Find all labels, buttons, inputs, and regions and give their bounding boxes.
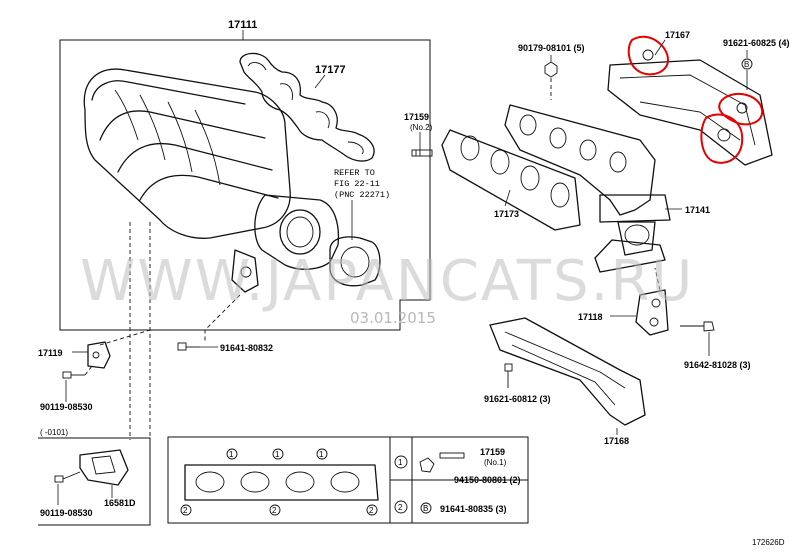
- svg-text:B: B: [423, 504, 428, 513]
- bolt-90119-b[interactable]: [54, 471, 81, 483]
- label-stud-17159-note: (No.2): [410, 123, 433, 132]
- insulator-bolt-hole-1: [642, 49, 654, 61]
- throttle-body-gasket[interactable]: [329, 236, 381, 287]
- refer-to-note: REFER TO FIG 22-11 (PNC 22271): [334, 168, 390, 200]
- label-bolt-91621-mid: 91621-60812 (3): [484, 394, 551, 404]
- legend-key-2: 2: [398, 503, 403, 512]
- bracket-17118[interactable]: [635, 289, 669, 336]
- legend-nut-94150[interactable]: [419, 457, 435, 473]
- legend-bolt-91641[interactable]: B: [420, 502, 432, 514]
- bracket-16581D[interactable]: [79, 449, 129, 486]
- intake-gasket[interactable]: [239, 52, 375, 162]
- label-legend-stud: 17159: [480, 447, 505, 457]
- svg-text:2: 2: [183, 506, 188, 515]
- svg-text:2: 2: [272, 506, 277, 515]
- svg-text:FIG 22-11: FIG 22-11: [334, 179, 380, 189]
- watermark-text: WWW.JAPANCATS.RU: [80, 249, 694, 314]
- svg-text:2: 2: [369, 506, 374, 515]
- label-legend-bolt: 91641-80835 (3): [440, 504, 507, 514]
- svg-text:REFER TO: REFER TO: [334, 168, 375, 178]
- label-bolt-91642: 91642-81028 (3): [684, 360, 751, 370]
- label-bracket-16581D: 16581D: [104, 498, 136, 508]
- svg-text:1: 1: [229, 450, 234, 459]
- highlight-marks: [627, 35, 764, 164]
- watermark: WWW.JAPANCATS.RU 03.01.2015: [80, 249, 694, 327]
- label-intake-manifold: 17111: [228, 19, 257, 31]
- intake-manifold-group: 17111 17177 REFE: [59, 19, 431, 440]
- stud-17159-no2[interactable]: [411, 149, 433, 157]
- bolt-91621-mid[interactable]: [504, 363, 513, 388]
- label-stud-17159-top: 17159: [404, 112, 429, 122]
- label-bolt-91621-top: 91621-60825 (4): [723, 38, 790, 48]
- legend-gasket-drawing: 1 1 1 2 2 2: [180, 448, 379, 516]
- svg-text:1: 1: [275, 450, 280, 459]
- svg-text:B: B: [744, 60, 749, 69]
- figure-code: 172626D: [752, 538, 785, 547]
- intake-manifold[interactable]: [83, 68, 340, 293]
- intake-group-frame: [59, 39, 431, 331]
- label-insulator-17168: 17168: [604, 436, 629, 446]
- label-legend-stud-note: (No.1): [484, 458, 507, 467]
- label-bracket-17118: 17118: [578, 312, 603, 322]
- bracket-17119[interactable]: [87, 341, 111, 369]
- bolt-90119-a[interactable]: [62, 365, 93, 379]
- heat-insulator-upper[interactable]: [607, 59, 773, 166]
- label-heat-insulator: 17167: [665, 30, 690, 40]
- legend-key-1: 1: [398, 458, 403, 467]
- heat-insulator-lower[interactable]: [489, 317, 646, 426]
- svg-text:(PNC 22271): (PNC 22271): [334, 190, 390, 200]
- exhaust-manifold[interactable]: [504, 104, 671, 273]
- insulator-bolt-hole-2: [736, 102, 748, 114]
- svg-text:1: 1: [319, 450, 324, 459]
- bolt-91642[interactable]: [680, 321, 715, 356]
- bolt-91641[interactable]: [177, 342, 200, 351]
- exhaust-manifold-gasket[interactable]: [441, 129, 581, 231]
- label-legend-nut: 94150-80801 (2): [454, 475, 521, 485]
- label-exhaust-manifold: 17141: [685, 205, 710, 215]
- bolt-91621-top[interactable]: B: [741, 50, 753, 90]
- label-bolt-91641: 91641-80832: [220, 343, 273, 353]
- legend-table: 1 1 1 2 2 2 1 2 17159 (No.1) 94150-80801…: [167, 436, 529, 524]
- label-bracket-17119: 17119: [38, 348, 63, 358]
- watermark-date: 03.01.2015: [350, 309, 436, 327]
- insulator-bolt-hole-3: [717, 128, 731, 142]
- label-bolt-90179: 90179-08101 (5): [518, 43, 585, 53]
- date-range-box: ( -0101): [38, 428, 151, 526]
- bolt-90179[interactable]: [544, 55, 558, 100]
- label-bolt-90119-b: 90119-08530: [40, 508, 93, 518]
- label-date-range: ( -0101): [40, 428, 68, 437]
- label-intake-gasket: 17177: [315, 64, 346, 76]
- legend-stud-17159[interactable]: [439, 452, 465, 459]
- label-exhaust-gasket: 17173: [494, 209, 519, 219]
- label-bolt-90119-a: 90119-08530: [40, 402, 93, 412]
